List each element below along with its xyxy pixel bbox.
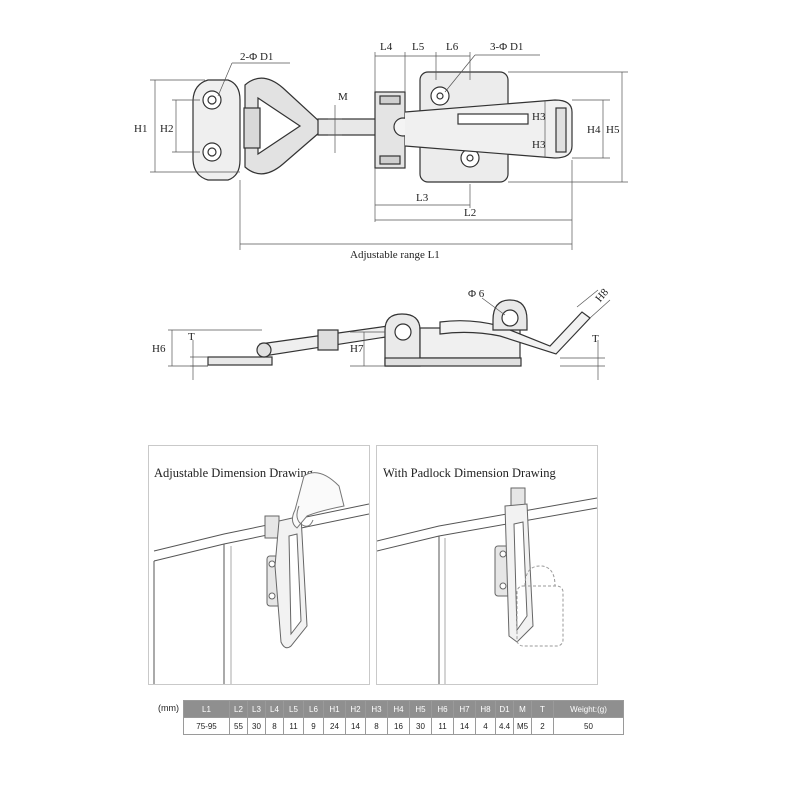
top-view-drawing: 2-Φ D1 L4 L5 L6 3-Φ D1 M H1 H2 H3 H3 H4 … [134, 41, 628, 261]
spec-table: L1 L2 L3 L4 L5 L6 H1 H2 H3 H4 H5 H6 H7 H… [183, 700, 624, 735]
label-L5: L5 [412, 41, 425, 53]
label-2-phi-d1: 2-Φ D1 [240, 51, 273, 63]
label-T-right: T [592, 333, 599, 345]
value-cell: 30 [247, 717, 266, 735]
header-cell: Weight:(g) [553, 700, 624, 718]
value-cell: 75-95 [183, 717, 230, 735]
side-left-plate [207, 356, 273, 366]
label-H3-upper: H3 [532, 111, 546, 123]
padlock-dimension-title: With Padlock Dimension Drawing [383, 466, 556, 480]
value-cell: 4 [475, 717, 496, 735]
label-L6: L6 [446, 41, 459, 53]
table-unit: (mm) [158, 703, 179, 713]
label-H5: H5 [606, 124, 620, 136]
header-cell: L4 [265, 700, 284, 718]
value-cell: M5 [513, 717, 532, 735]
value-cell: 30 [409, 717, 432, 735]
value-cell: 8 [365, 717, 388, 735]
value-cell: 55 [229, 717, 248, 735]
label-H2: H2 [160, 123, 173, 135]
header-cell: L5 [283, 700, 304, 718]
value-cell: 11 [431, 717, 454, 735]
header-cell: M [513, 700, 532, 718]
threaded-rod [317, 118, 381, 136]
label-3-phi-d1: 3-Φ D1 [490, 41, 523, 53]
label-L3: L3 [416, 192, 429, 204]
header-cell: H7 [453, 700, 476, 718]
header-cell: L3 [247, 700, 266, 718]
header-cell: H2 [345, 700, 366, 718]
value-cell: 11 [283, 717, 304, 735]
padlock-illustration [377, 487, 597, 684]
header-cell: H5 [409, 700, 432, 718]
padlock-dimension-panel: With Padlock Dimension Drawing [376, 445, 598, 685]
header-cell: H1 [323, 700, 346, 718]
label-H1: H1 [134, 123, 147, 135]
value-cell: 2 [531, 717, 554, 735]
header-cell: T [531, 700, 554, 718]
header-cell: H3 [365, 700, 388, 718]
adjustable-dimension-title: Adjustable Dimension Drawing [154, 466, 314, 480]
side-view-drawing: Φ 6 H8 H6 T H7 T [152, 286, 611, 380]
value-cell: 50 [553, 717, 624, 735]
label-H4: H4 [587, 124, 601, 136]
value-cell: 9 [303, 717, 324, 735]
label-L4: L4 [380, 41, 393, 53]
label-T-left: T [188, 331, 195, 343]
value-cell: 16 [387, 717, 410, 735]
label-H8: H8 [593, 286, 611, 304]
value-cell: 4.4 [495, 717, 514, 735]
label-H7: H7 [350, 343, 364, 355]
header-cell: L6 [303, 700, 324, 718]
header-cell: H6 [431, 700, 454, 718]
adjustable-dimension-panel: Adjustable Dimension Drawing [148, 445, 370, 685]
spec-table-header-row: L1 L2 L3 L4 L5 L6 H1 H2 H3 H4 H5 H6 H7 H… [183, 700, 624, 718]
value-cell: 14 [345, 717, 366, 735]
label-M: M [338, 91, 348, 103]
adjustable-illustration [153, 472, 369, 684]
label-H6: H6 [152, 343, 166, 355]
header-cell: H8 [475, 700, 496, 718]
value-cell: 14 [453, 717, 476, 735]
header-cell: H4 [387, 700, 410, 718]
header-cell: L1 [183, 700, 230, 718]
label-adjustable-range: Adjustable range L1 [350, 249, 440, 261]
value-cell: 24 [323, 717, 346, 735]
header-cell: D1 [495, 700, 514, 718]
value-cell: 8 [265, 717, 284, 735]
label-H3-lower: H3 [532, 139, 546, 151]
spec-table-value-row: 75-95 55 30 8 11 9 24 14 8 16 30 11 14 4… [183, 717, 624, 735]
lever-arm [404, 99, 573, 159]
label-phi6: Φ 6 [468, 288, 485, 300]
label-L2: L2 [464, 207, 476, 219]
header-cell: L2 [229, 700, 248, 718]
